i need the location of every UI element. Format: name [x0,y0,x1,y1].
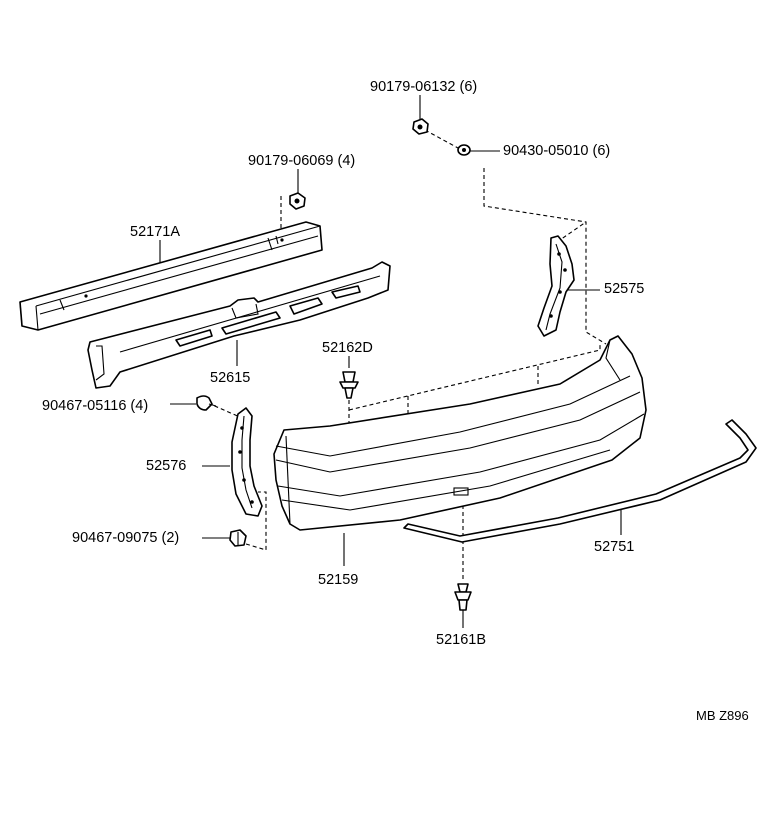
screw-90467-05116-icon [196,395,217,411]
washer-90430-05010-icon [457,144,471,156]
figure-code: MB Z896 [696,708,749,723]
clip-52162D-icon [339,371,359,399]
label-52171A: 52171A [130,224,180,240]
absorber-52615 [87,261,391,389]
screw-90467-09075-icon [229,529,247,547]
molding-strip-52751 [403,419,757,543]
bumper-cover-52159 [273,335,647,531]
nut-90179-06132-icon [412,118,429,135]
bracket-52576 [231,407,263,517]
label-52576: 52576 [146,458,186,474]
leader-lines [159,95,622,628]
bracket-52575 [537,235,575,337]
nut-90179-06069-icon [289,192,306,210]
label-52615: 52615 [210,370,250,386]
reinforcement-rail-52171A [19,221,323,331]
label-90467-09075: 90467-09075 (2) [72,530,179,546]
clip-52161B-icon [454,583,472,611]
label-90179-06069: 90179-06069 (4) [248,153,355,169]
label-52162D: 52162D [322,340,373,356]
assembly-dashed-lines [207,129,607,582]
label-52751: 52751 [594,539,634,555]
label-52159: 52159 [318,572,358,588]
label-90179-06132: 90179-06132 (6) [370,79,477,95]
label-90430-05010: 90430-05010 (6) [503,143,610,159]
label-52575: 52575 [604,281,644,297]
label-90467-05116: 90467-05116 (4) [42,398,148,414]
label-52161B: 52161B [436,632,486,648]
